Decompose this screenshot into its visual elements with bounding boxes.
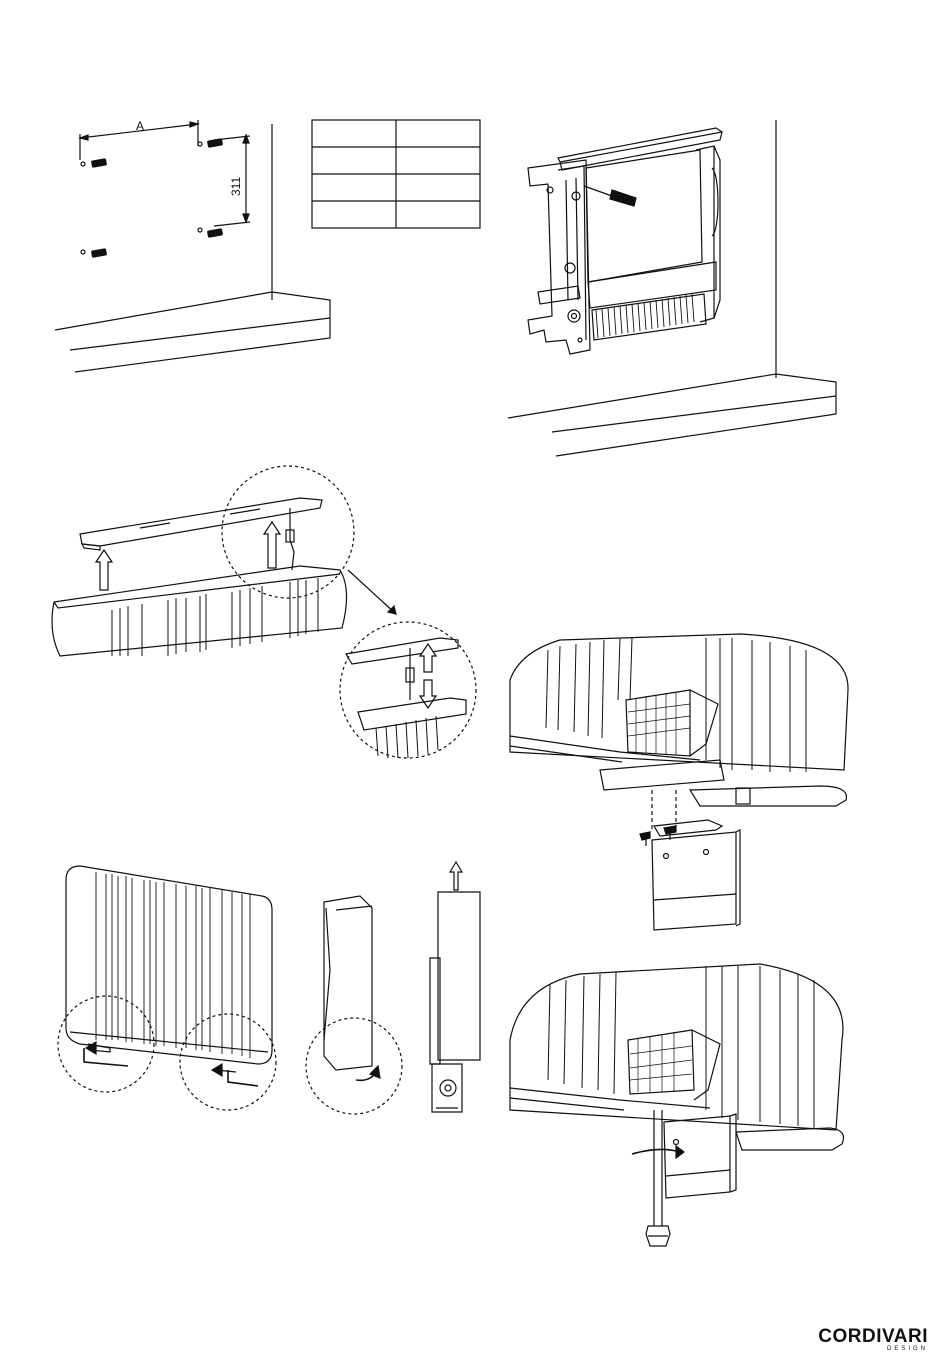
screw-icon	[640, 832, 650, 846]
figure-side-tilt	[306, 896, 402, 1114]
figure-underside-box	[510, 634, 848, 930]
dimension-height: 311	[214, 135, 250, 226]
dimension-a: A	[80, 119, 198, 160]
wall-screw-icon	[198, 228, 222, 237]
arrow-up-icon	[264, 522, 280, 568]
detail-cable-connector	[340, 622, 476, 758]
wall-screw-icon	[198, 139, 222, 147]
figure-remove-top-grille	[52, 466, 476, 758]
figure-side-lift	[430, 862, 480, 1112]
wall-screw-icon	[81, 159, 106, 167]
valve-icon	[646, 1226, 670, 1246]
screwdriver-icon	[584, 186, 636, 206]
figure-wall-fixing: A 311	[55, 119, 480, 372]
brand-name: CORDIVARI	[818, 1328, 928, 1346]
hex-key-icon	[228, 1070, 258, 1086]
figure-underside-valve	[510, 964, 844, 1246]
figure-remove-cover-screws	[58, 866, 276, 1110]
arrow-left-icon	[86, 1042, 110, 1054]
figure-frame-on-wall	[508, 120, 836, 456]
arrow-left-icon	[212, 1064, 236, 1076]
rotate-arrow-icon	[356, 1066, 380, 1080]
rotate-arrow-icon	[632, 1146, 684, 1158]
dimension-a-label: A	[136, 119, 144, 133]
wall-screw-icon	[81, 249, 106, 257]
dimension-table	[312, 120, 480, 228]
brand-logo: CORDIVARI DESIGN	[818, 1328, 928, 1352]
arrow-up-icon	[96, 550, 112, 590]
dimension-height-label: 311	[229, 177, 243, 196]
arrow-up-icon	[450, 862, 462, 890]
